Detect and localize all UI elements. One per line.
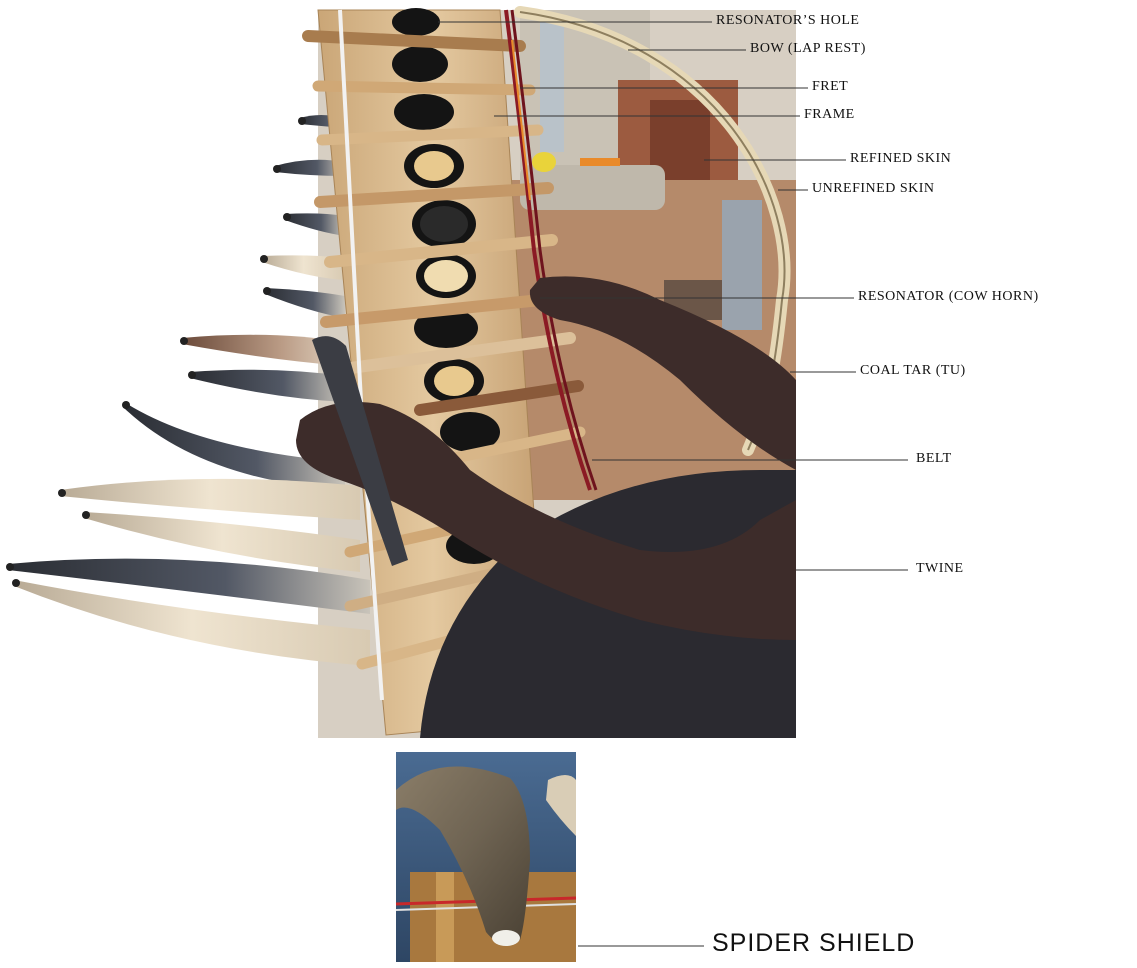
label-spider-shield: SPIDER SHIELD <box>712 929 915 958</box>
label-resonator: RESONATOR (COW HORN) <box>858 289 1039 305</box>
horns <box>6 115 370 666</box>
label-refined-skin: REFINED SKIN <box>850 151 951 167</box>
inset-photo <box>396 752 576 962</box>
label-twine: TWINE <box>916 561 964 577</box>
label-frame: FRAME <box>804 107 855 123</box>
label-coal-tar: COAL TAR (TU) <box>860 363 966 379</box>
label-bow: BOW (LAP REST) <box>750 41 866 57</box>
label-resonators-hole: RESONATOR’S HOLE <box>716 13 859 29</box>
label-belt: BELT <box>916 451 952 467</box>
label-fret: FRET <box>812 79 848 95</box>
label-unrefined-skin: UNREFINED SKIN <box>812 181 935 197</box>
